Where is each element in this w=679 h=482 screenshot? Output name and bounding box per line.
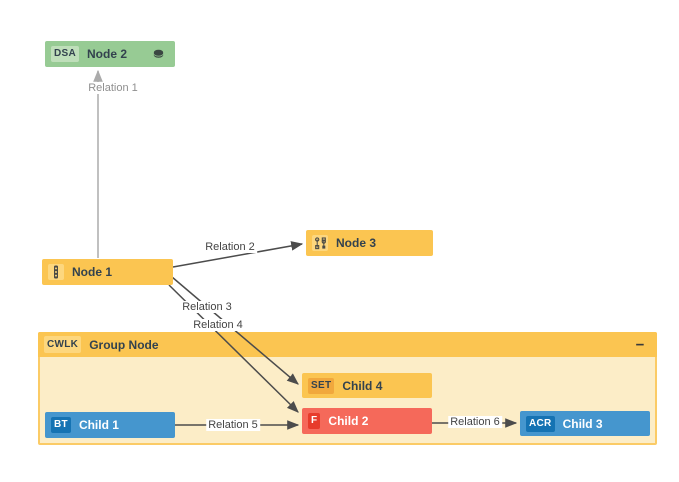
node2-label: Node 2 bbox=[87, 47, 128, 61]
child3-type-badge: ACR bbox=[526, 415, 555, 432]
child2-label: Child 2 bbox=[328, 414, 369, 428]
edge-label-relation-1[interactable]: Relation 1 bbox=[86, 82, 140, 94]
node-node2[interactable]: DSA Node 2 bbox=[45, 41, 175, 67]
edge-label-relation-3[interactable]: Relation 3 bbox=[180, 301, 234, 313]
node-child2[interactable]: F Child 2 bbox=[302, 408, 432, 434]
group-collapse-button[interactable]: − bbox=[635, 336, 645, 353]
org-chart-icon bbox=[312, 235, 328, 251]
zipper-icon bbox=[48, 264, 64, 280]
stack-icon bbox=[152, 49, 165, 60]
edge-label-relation-4[interactable]: Relation 4 bbox=[191, 319, 245, 331]
group-node-label: Group Node bbox=[89, 337, 159, 352]
child4-type-badge: SET bbox=[308, 377, 335, 394]
child4-label: Child 4 bbox=[342, 378, 383, 393]
edge-label-relation-2[interactable]: Relation 2 bbox=[203, 241, 257, 253]
group-type-badge: CWLK bbox=[44, 336, 82, 353]
edge-label-relation-5[interactable]: Relation 5 bbox=[206, 419, 260, 431]
node-node1[interactable]: Node 1 bbox=[42, 259, 173, 285]
node-child1[interactable]: BT Child 1 bbox=[45, 412, 175, 438]
node2-type-badge: DSA bbox=[51, 46, 80, 62]
node-child4[interactable]: SET Child 4 bbox=[302, 373, 432, 398]
node1-label: Node 1 bbox=[72, 265, 113, 279]
node-child3[interactable]: ACR Child 3 bbox=[520, 411, 650, 436]
node-node3[interactable]: Node 3 bbox=[306, 230, 433, 256]
group-node-header[interactable]: CWLK Group Node − bbox=[38, 332, 657, 357]
edge-label-relation-6[interactable]: Relation 6 bbox=[448, 416, 502, 428]
child3-label: Child 3 bbox=[562, 416, 603, 431]
child1-label: Child 1 bbox=[78, 418, 119, 432]
node3-label: Node 3 bbox=[336, 236, 377, 250]
child1-type-badge: BT bbox=[51, 417, 71, 433]
child2-type-badge: F bbox=[308, 413, 321, 429]
